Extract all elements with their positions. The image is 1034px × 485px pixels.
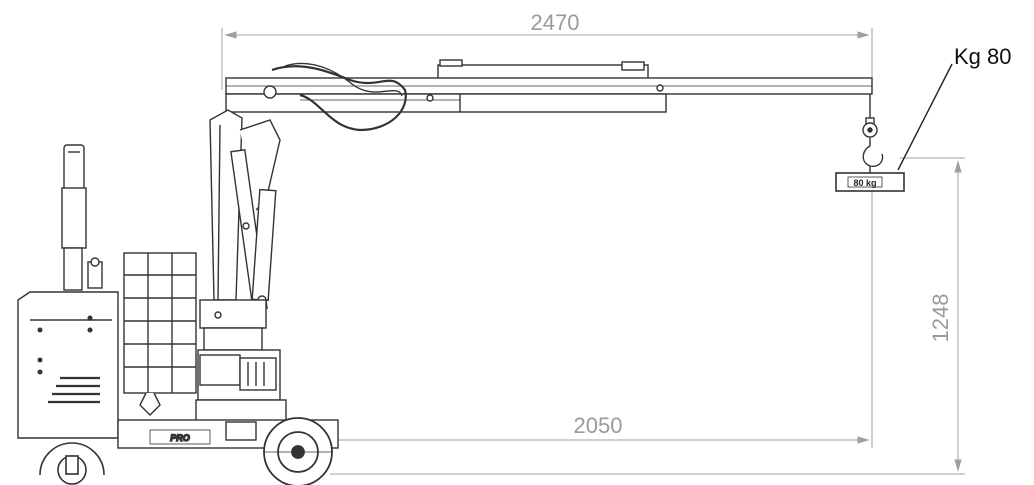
hook-assembly: [862, 94, 884, 174]
height-dimension-label: 1248: [928, 294, 953, 343]
reach-dimension-label: 2470: [531, 10, 580, 35]
brand-mark: PRO: [170, 433, 190, 443]
tiller-handle: [61, 144, 103, 291]
rear-wheel: [39, 442, 105, 485]
slewing-base: [195, 349, 287, 423]
dimension-height: [330, 157, 965, 475]
load-callout-label: Kg 80: [954, 44, 1012, 69]
chassis-body: PRO: [17, 291, 339, 449]
crane-mast: [199, 109, 281, 351]
dimension-horizontal-base: [338, 190, 873, 448]
front-wheel: [263, 417, 333, 485]
dimension-reach: [221, 28, 873, 90]
counterweight-stack: [123, 252, 197, 416]
load-callout: Kg 80: [897, 44, 1012, 171]
load-weight: 80 kg: [835, 172, 905, 192]
base-dimension-label: 2050: [574, 413, 623, 438]
telescopic-boom: [225, 59, 873, 132]
weight-label: 80 kg: [853, 178, 876, 188]
